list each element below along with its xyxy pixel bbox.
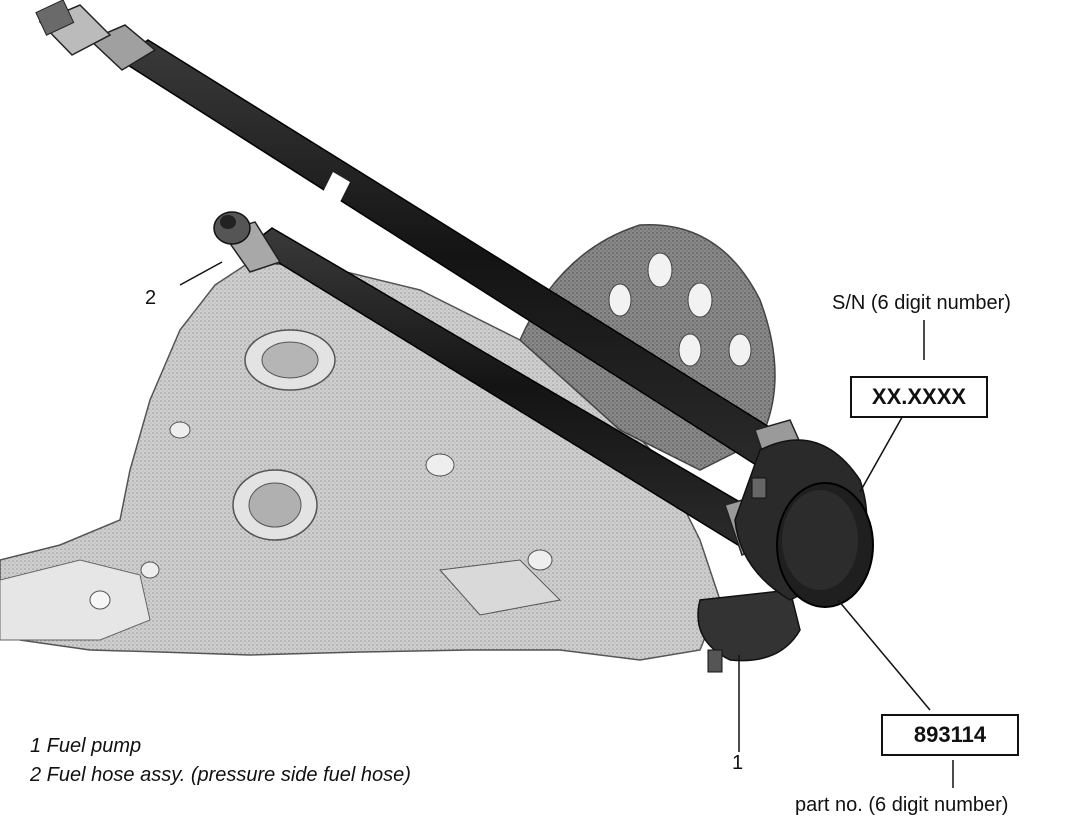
legend-item-fuel-pump: 1 Fuel pump [30, 735, 142, 757]
legend: 1 Fuel pump 2 Fuel hose assy. (pressure … [30, 732, 411, 790]
fuel-pump [697, 439, 874, 673]
callout-number-pump: 1 [732, 752, 744, 774]
callout-number-hose: 2 [145, 287, 157, 309]
legend-item-fuel-hose: 2 Fuel hose assy. (pressure side fuel ho… [30, 764, 411, 786]
part-number-box: 893114 [881, 714, 1019, 756]
serial-number-box: XX.XXXX [850, 376, 988, 418]
engine-block [0, 223, 776, 661]
serial-number-caption: S/N (6 digit number) [832, 292, 1011, 314]
leader-lines [179, 261, 954, 788]
part-number-caption: part no. (6 digit number) [795, 794, 1009, 816]
